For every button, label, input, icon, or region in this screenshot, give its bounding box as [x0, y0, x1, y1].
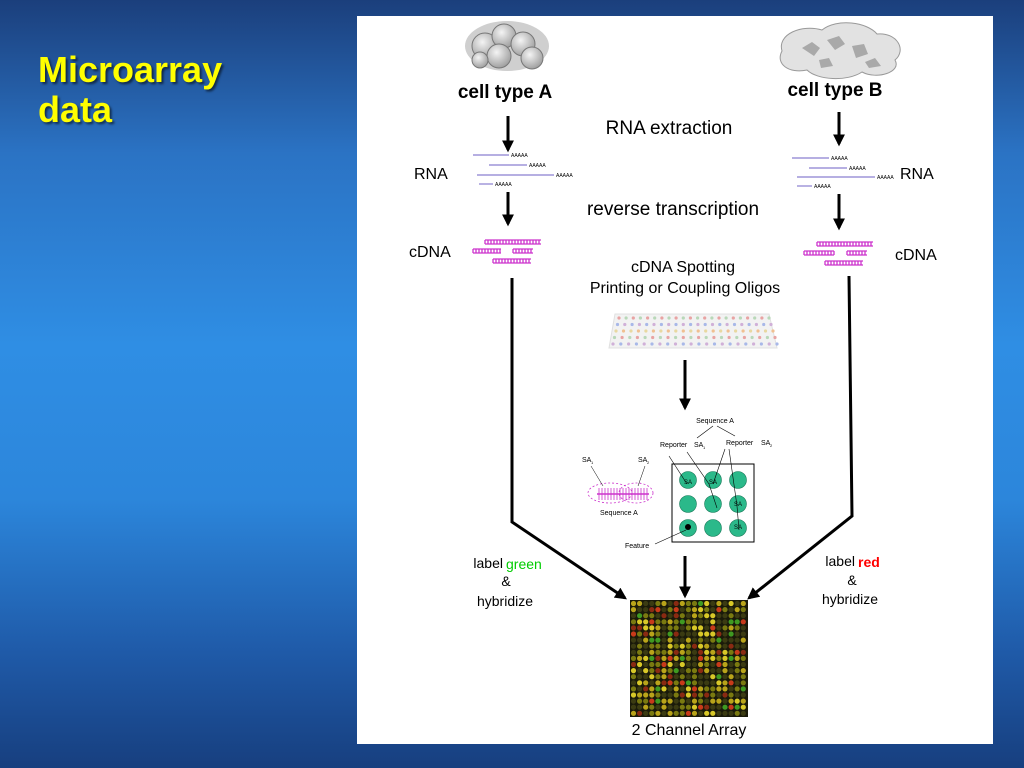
svg-text:SA: SA [709, 480, 717, 486]
svg-text:Reporter: Reporter [726, 440, 754, 447]
cdna-ladder-left [472, 239, 541, 264]
array-caption: 2 Channel Array [632, 722, 747, 739]
arrow-cdna-a-to-array [510, 278, 627, 600]
label-red-hybridize: label red & hybridize [822, 553, 880, 607]
svg-text:Sequence A: Sequence A [600, 510, 638, 517]
svg-text:2: 2 [770, 443, 773, 448]
spotting-line-1: cDNA Spotting [631, 259, 735, 276]
slide-title: Microarray data [38, 50, 222, 130]
microarray-diagram: cell type A cell type B RNA extraction r… [409, 21, 937, 739]
rna-strands-left: AAAAA AAAAA AAAAA AAAAA [473, 153, 573, 188]
svg-text:Feature: Feature [625, 543, 649, 550]
spotted-slide [608, 313, 779, 349]
svg-text:&: & [501, 573, 511, 589]
cdna-label-right: cDNA [895, 247, 937, 264]
svg-text:hybridize: hybridize [822, 591, 878, 607]
svg-text:AAAAA: AAAAA [877, 175, 894, 181]
cdna-label-left: cDNA [409, 244, 451, 261]
svg-text:AAAAA: AAAAA [831, 156, 848, 162]
cdna-ladder-right [803, 241, 873, 266]
svg-text:red: red [858, 554, 880, 570]
rna-strands-right: AAAAA AAAAA AAAAA AAAAA [792, 156, 894, 190]
svg-text:hybridize: hybridize [477, 593, 533, 609]
svg-text:SA: SA [684, 480, 692, 486]
label-green-hybridize: label green & hybridize [473, 555, 541, 609]
svg-text:label: label [825, 553, 855, 569]
svg-text:SA: SA [734, 502, 742, 508]
svg-text:1: 1 [703, 445, 706, 450]
svg-text:AAAAA: AAAAA [849, 166, 866, 172]
cell-type-a-label: cell type A [458, 82, 553, 103]
svg-text:AAAAA: AAAAA [814, 184, 831, 190]
svg-text:Sequence A: Sequence A [696, 418, 734, 425]
svg-text:&: & [847, 572, 857, 588]
svg-text:AAAAA: AAAAA [511, 153, 528, 159]
svg-text:SA: SA [694, 442, 704, 449]
svg-text:AAAAA: AAAAA [556, 173, 573, 179]
rna-label-left: RNA [414, 166, 448, 183]
svg-text:2: 2 [647, 460, 650, 465]
svg-text:AAAAA: AAAAA [495, 182, 512, 188]
cell-type-b-label: cell type B [787, 80, 882, 101]
title-line-1: Microarray [38, 49, 223, 90]
feature-schematic: Sequence A Reporter SA 1 Reporter SA 2 S… [582, 418, 773, 550]
rna-extraction-label: RNA extraction [606, 118, 733, 139]
reverse-transcription-label: reverse transcription [587, 199, 759, 220]
cell-cluster-a-icon [465, 21, 549, 71]
arrow-cdna-b-to-array [747, 275, 854, 600]
svg-text:Reporter: Reporter [660, 442, 688, 449]
diagram-panel: cell type A cell type B RNA extraction r… [357, 16, 993, 744]
cell-cluster-b-icon [779, 22, 901, 79]
svg-text:SA: SA [638, 457, 648, 464]
rna-label-right: RNA [900, 166, 934, 183]
svg-text:green: green [506, 556, 542, 572]
spotting-line-2: Printing or Coupling Oligos [590, 280, 780, 297]
two-channel-array-image [630, 600, 748, 717]
title-line-2: data [38, 89, 113, 130]
svg-text:AAAAA: AAAAA [529, 163, 546, 169]
svg-text:SA: SA [761, 440, 771, 447]
svg-text:SA: SA [582, 457, 592, 464]
svg-text:SA: SA [734, 525, 742, 531]
svg-text:label: label [473, 555, 503, 571]
svg-text:1: 1 [591, 460, 594, 465]
